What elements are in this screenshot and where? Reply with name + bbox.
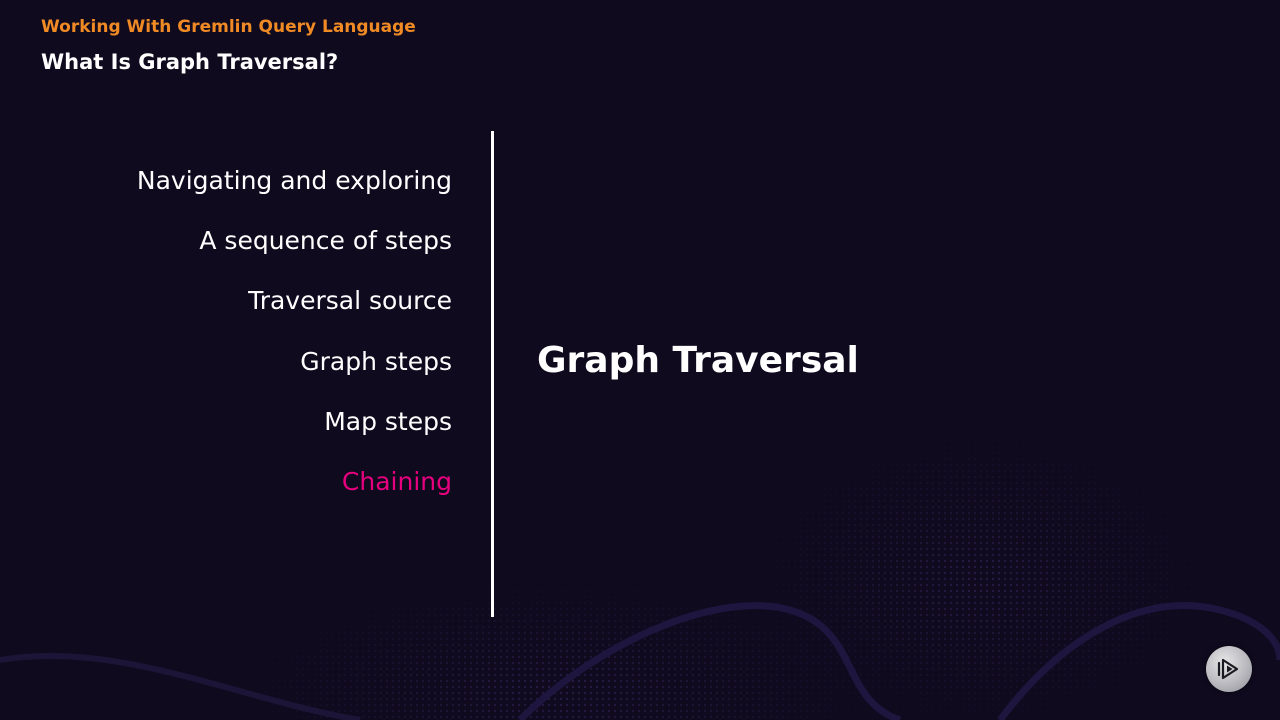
agenda-item: Navigating and exploring xyxy=(136,166,452,195)
course-title: Working With Gremlin Query Language xyxy=(41,17,416,37)
agenda-item: A sequence of steps xyxy=(199,226,452,256)
agenda-item-active: Chaining xyxy=(341,466,452,496)
agenda-item: Map steps xyxy=(324,406,452,436)
module-title: What Is Graph Traversal? xyxy=(41,50,339,74)
agenda-item: Traversal source xyxy=(248,286,452,316)
section-heading: Graph Traversal xyxy=(537,340,859,381)
vertical-divider xyxy=(491,131,494,617)
agenda-item: Graph steps xyxy=(300,346,452,376)
play-logo-icon xyxy=(1206,646,1252,692)
agenda-list: Navigating and exploring A sequence of s… xyxy=(137,156,452,517)
